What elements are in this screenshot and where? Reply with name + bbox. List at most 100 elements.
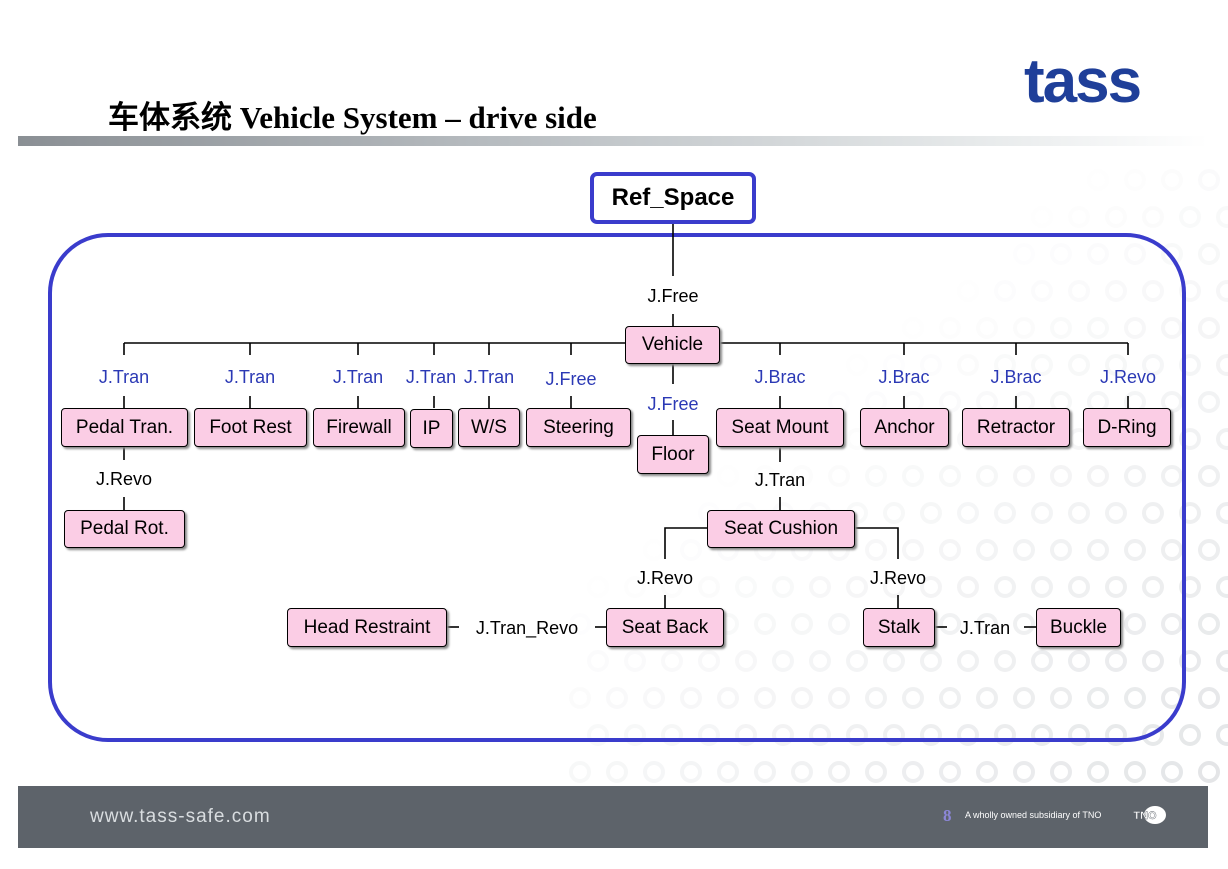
head-restraint-node: Head Restraint: [287, 608, 447, 647]
watermark-dot: [1050, 465, 1072, 487]
svg-text:tass: tass: [1024, 52, 1140, 116]
watermark-dot: [1050, 687, 1072, 709]
watermark-dot: [1087, 687, 1109, 709]
watermark-dot: [1216, 428, 1228, 450]
watermark-dot: [976, 687, 998, 709]
watermark-dot: [1050, 243, 1072, 265]
watermark-dot: [1198, 539, 1220, 561]
watermark-dot: [1142, 354, 1164, 376]
joint-label-ws: J.Tran: [463, 367, 515, 387]
watermark-dot: [754, 761, 776, 783]
watermark-dot: [717, 687, 739, 709]
watermark-dot: [809, 576, 831, 598]
watermark-dot: [865, 761, 887, 783]
d-ring-node: D-Ring: [1083, 408, 1171, 447]
watermark-dot: [994, 280, 1016, 302]
watermark-dot: [698, 576, 720, 598]
watermark-dot: [1142, 650, 1164, 672]
watermark-dot: [828, 613, 850, 635]
watermark-dot: [1198, 465, 1220, 487]
watermark-dot: [661, 576, 683, 598]
watermark-dot: [754, 465, 776, 487]
watermark-dot: [1068, 576, 1090, 598]
joint-label-d-ring: J.Revo: [1099, 367, 1157, 387]
watermark-dot: [1105, 354, 1127, 376]
vehicle-node: Vehicle: [625, 326, 720, 364]
joint-label-seat-back: J.Revo: [636, 568, 694, 588]
watermark-dot: [1013, 539, 1035, 561]
watermark-dot: [883, 724, 905, 746]
joint-label-foot-rest: J.Tran: [224, 367, 276, 387]
watermark-dot: [846, 576, 868, 598]
watermark-dot: [1124, 613, 1146, 635]
watermark-dot: [624, 576, 646, 598]
watermark-dot: [920, 354, 942, 376]
watermark-dot: [1068, 724, 1090, 746]
page-number: 8: [943, 806, 952, 825]
watermark-dot: [1179, 724, 1201, 746]
watermark-dot: [1179, 428, 1201, 450]
watermark-dot: [1198, 169, 1220, 191]
watermark-dot: [846, 724, 868, 746]
watermark-dot: [939, 317, 961, 339]
watermark-dot: [735, 724, 757, 746]
watermark-dot: [1179, 354, 1201, 376]
watermark-dot: [1216, 206, 1228, 228]
steering-node: Steering: [526, 408, 631, 447]
watermark-dot: [1198, 761, 1220, 783]
watermark-dot: [976, 539, 998, 561]
watermark-dot: [1087, 465, 1109, 487]
watermark-dot: [1031, 354, 1053, 376]
watermark-dot: [735, 650, 757, 672]
watermark-dot: [1179, 280, 1201, 302]
seat-back-node: Seat Back: [606, 608, 724, 647]
watermark-dot: [754, 613, 776, 635]
joint-label-ref-vehicle: J.Free: [647, 286, 699, 306]
watermark-dot: [939, 539, 961, 561]
watermark-dot: [1179, 206, 1201, 228]
footer-url[interactable]: www.tass-safe.com: [90, 806, 271, 827]
watermark-dot: [1216, 650, 1228, 672]
watermark-dot: [920, 502, 942, 524]
buckle-node: Buckle: [1036, 608, 1121, 647]
watermark-dot: [587, 650, 609, 672]
ip-node: IP: [410, 409, 453, 448]
watermark-dot: [976, 465, 998, 487]
watermark-dot: [1105, 650, 1127, 672]
watermark-dot: [865, 687, 887, 709]
joint-label-stalk: J.Revo: [869, 568, 927, 588]
watermark-dot: [698, 650, 720, 672]
watermark-dot: [957, 650, 979, 672]
watermark-dot: [939, 761, 961, 783]
tass-logo: tass: [1024, 52, 1142, 116]
watermark-dot: [643, 761, 665, 783]
watermark-dot: [1013, 687, 1035, 709]
watermark-dot: [1068, 502, 1090, 524]
watermark-dot: [1013, 317, 1035, 339]
anchor-node: Anchor: [860, 408, 949, 447]
watermark-dot: [1105, 576, 1127, 598]
watermark-dot: [809, 650, 831, 672]
watermark-dot: [828, 465, 850, 487]
svg-text:TNO: TNO: [1133, 810, 1157, 822]
watermark-dot: [1198, 391, 1220, 413]
watermark-dot: [939, 613, 961, 635]
watermark-dot: [957, 502, 979, 524]
watermark-dot: [1068, 206, 1090, 228]
watermark-dot: [1142, 280, 1164, 302]
watermark-dot: [865, 539, 887, 561]
watermark-dot: [1068, 650, 1090, 672]
seat-mount-node: Seat Mount: [716, 408, 844, 447]
joint-label-floor: J.Free: [647, 394, 699, 414]
watermark-dot: [772, 724, 794, 746]
watermark-dot: [883, 502, 905, 524]
watermark-dot: [643, 687, 665, 709]
tno-logo: TNO: [1133, 806, 1166, 824]
floor-node: Floor: [637, 435, 709, 474]
watermark-dot: [939, 391, 961, 413]
page-title: 车体系统 Vehicle System – drive side: [108, 100, 597, 135]
watermark-dot: [920, 576, 942, 598]
watermark-dot: [1216, 354, 1228, 376]
watermark-dot: [1142, 576, 1164, 598]
